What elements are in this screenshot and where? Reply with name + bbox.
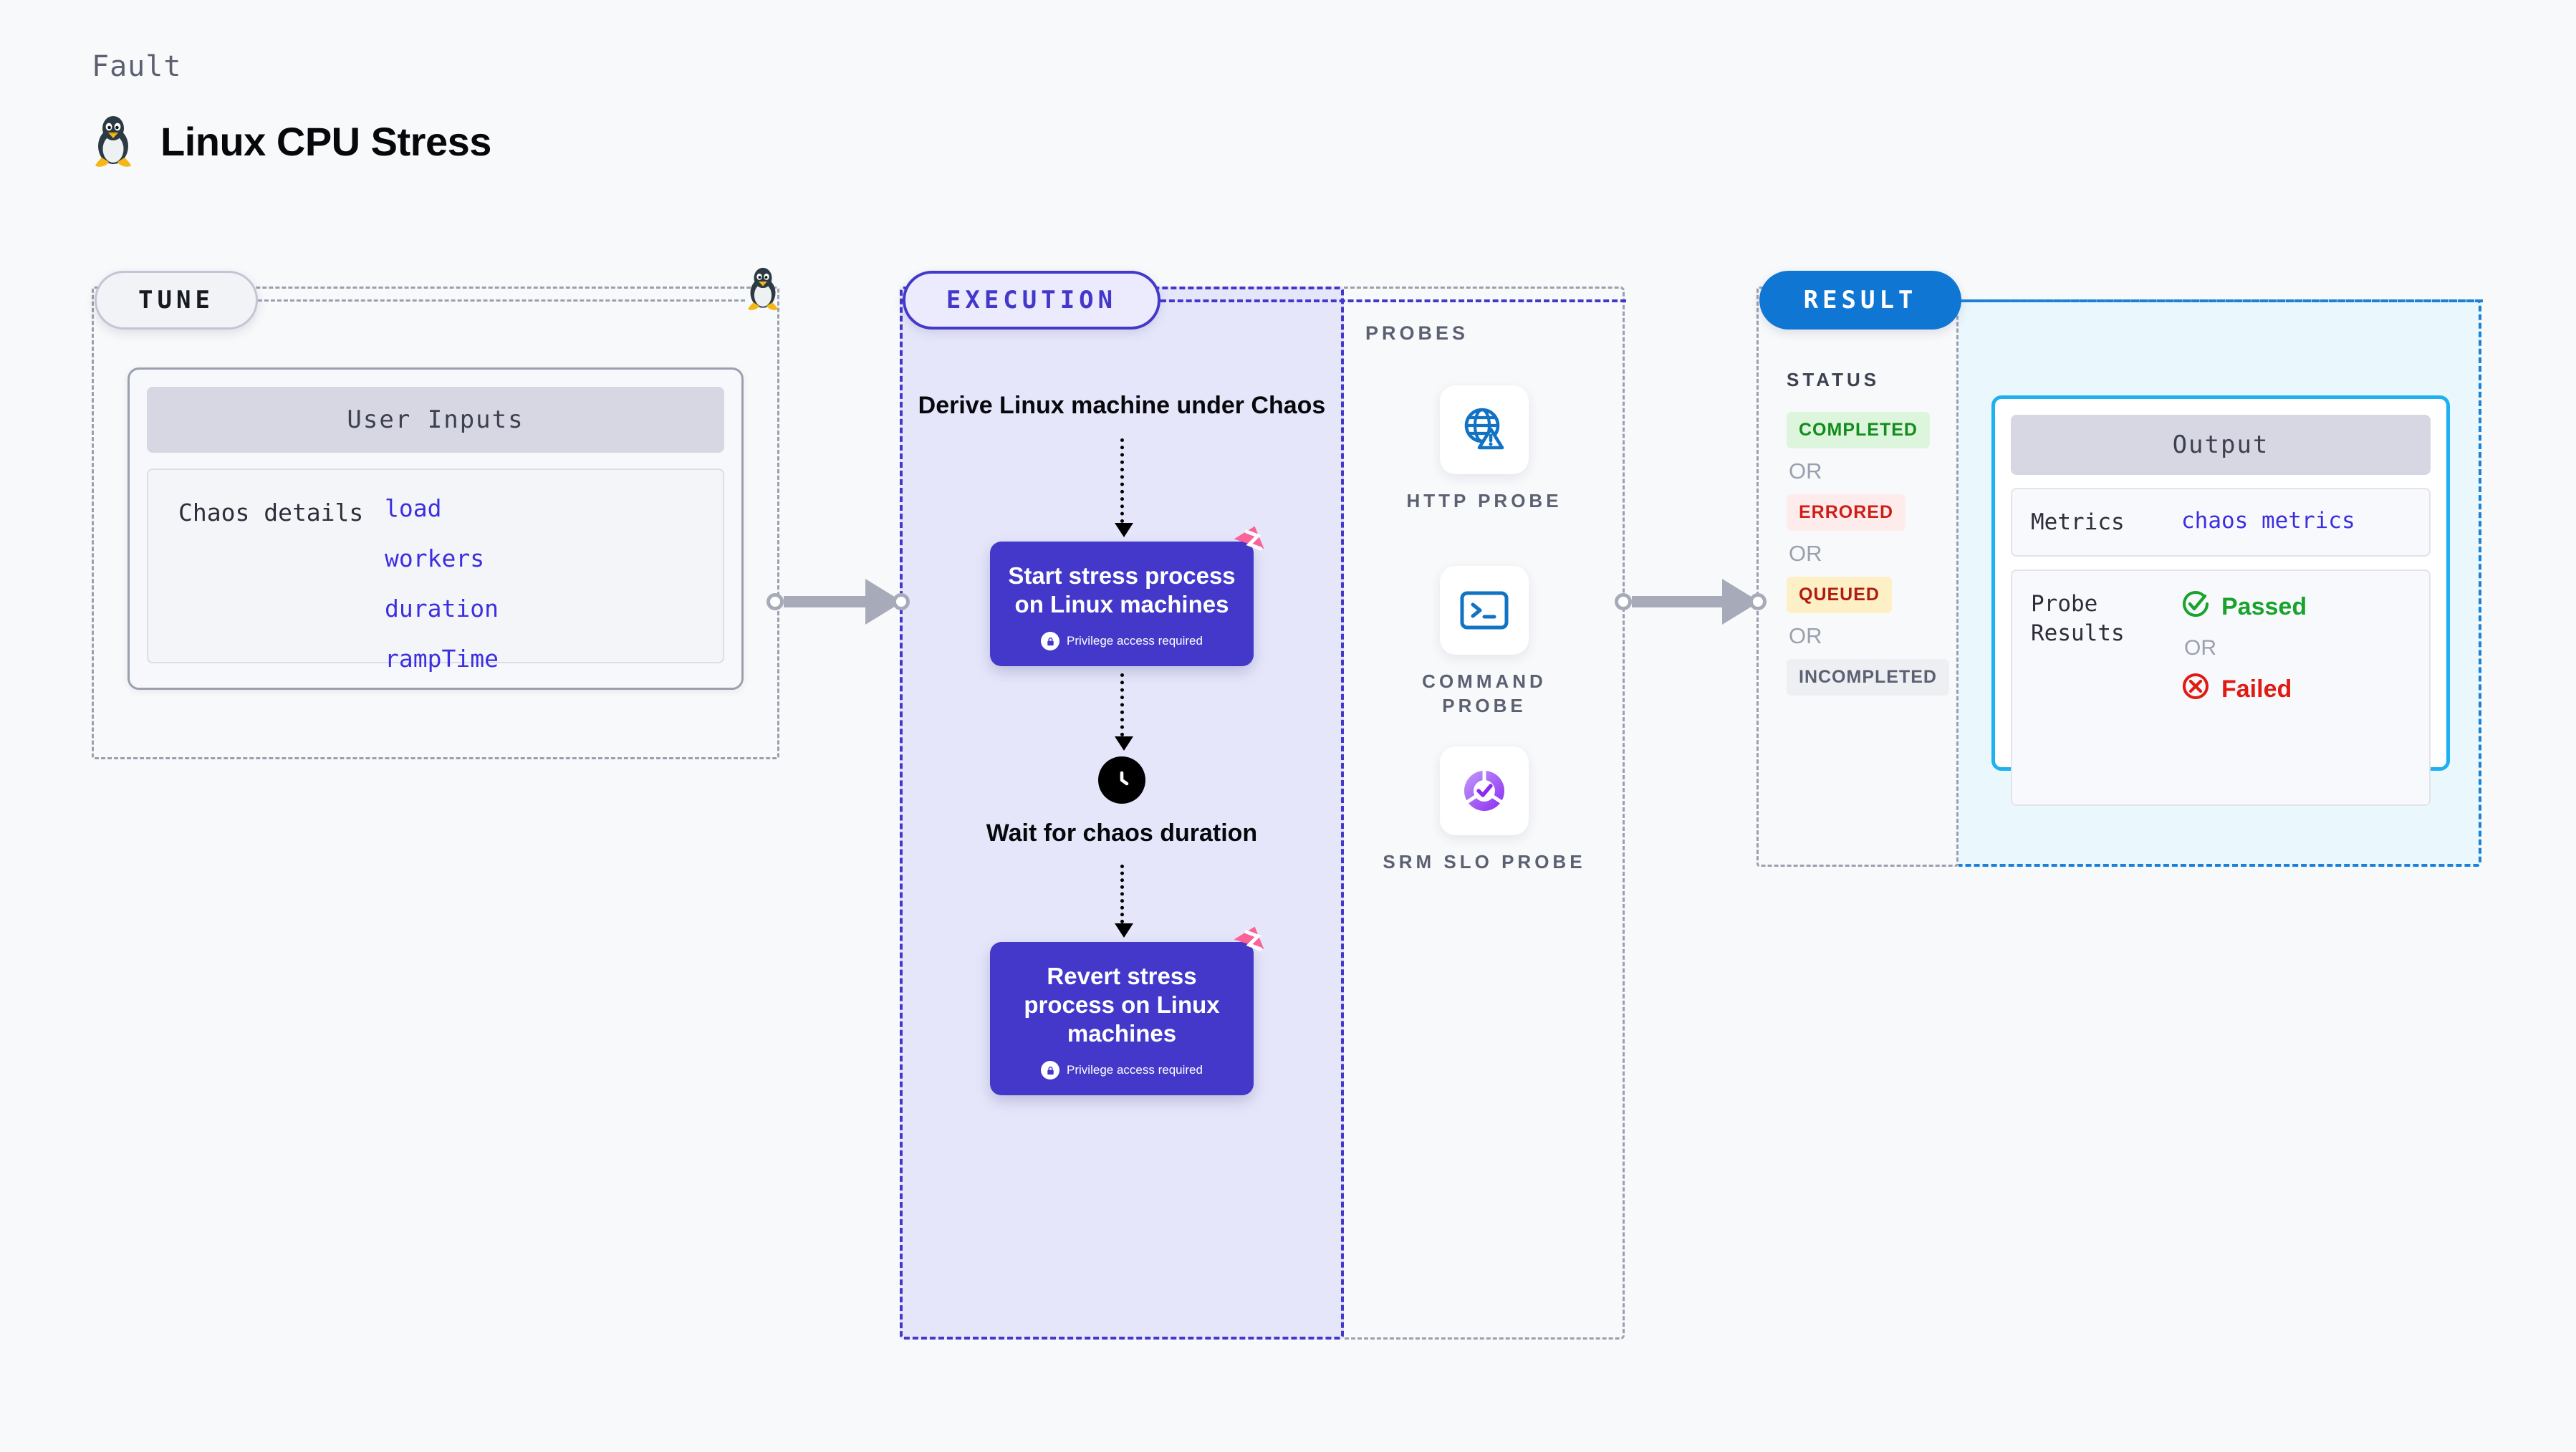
flow-step-label: Revert stress process on Linux machines [1024, 962, 1220, 1047]
flow-arrow-1 [1115, 438, 1133, 537]
chaos-param-ramptime[interactable]: rampTime [385, 645, 499, 673]
probe-http[interactable]: HTTP PROBE [1377, 385, 1592, 513]
privilege-note: Privilege access required [1006, 1061, 1238, 1080]
user-inputs-header: User Inputs [147, 387, 724, 453]
stage-badge-tune[interactable]: TUNE [95, 271, 258, 330]
tune-badge-connector [258, 299, 745, 302]
stage-badge-result[interactable]: RESULT [1759, 271, 1961, 330]
output-card-header: Output [2011, 415, 2431, 475]
status-heading: STATUS [1787, 369, 1880, 390]
lock-icon [1041, 632, 1060, 650]
connector-start-dot [766, 593, 784, 610]
probe-results-values: Passed OR Failed [2181, 590, 2307, 707]
lock-icon [1041, 1061, 1060, 1080]
connector-end-dot [893, 593, 910, 610]
passed-label: Passed [2221, 593, 2307, 621]
execution-badge-connector [1160, 299, 1626, 302]
status-badge-errored: ERRORED [1787, 494, 1906, 531]
execution-flow: Derive Linux machine under Chaos Start s… [900, 287, 1344, 1096]
chaos-parameter-list: load workers duration rampTime [385, 494, 499, 673]
chaos-details-body: Chaos details load workers duration ramp… [147, 468, 724, 673]
probe-result-or-label: OR [2184, 636, 2216, 660]
slo-donut-check-icon [1440, 746, 1529, 835]
connector-end-dot [1749, 593, 1767, 610]
status-badge-queued: QUEUED [1787, 577, 1892, 613]
x-circle-icon [2181, 672, 2210, 707]
probe-result-failed: Failed [2181, 672, 2307, 707]
probe-command[interactable]: COMMAND PROBE [1377, 566, 1592, 718]
chaos-param-load[interactable]: load [385, 494, 442, 522]
flow-step-label: Start stress process on Linux machines [1008, 562, 1236, 617]
flow-step-revert-stress[interactable]: Revert stress process on Linux machines … [990, 926, 1264, 1096]
privilege-note-label: Privilege access required [1067, 1063, 1203, 1077]
page-kicker: Fault [92, 50, 182, 83]
globe-warning-icon [1440, 385, 1529, 474]
status-badge-completed: COMPLETED [1787, 412, 1930, 448]
chaos-details-label: Chaos details [178, 499, 364, 527]
result-badge-connector [1961, 299, 2483, 302]
privilege-note-label: Privilege access required [1067, 634, 1203, 648]
probe-label: SRM SLO PROBE [1383, 851, 1586, 872]
flow-step-start-stress[interactable]: Start stress process on Linux machines P… [990, 526, 1264, 666]
flow-step-title: Derive Linux machine under Chaos [918, 392, 1326, 419]
chaos-param-workers[interactable]: workers [385, 544, 485, 572]
probe-result-passed: Passed [2181, 590, 2307, 625]
privilege-note: Privilege access required [1006, 632, 1238, 650]
flow-arrow-2 [1115, 673, 1133, 751]
tune-panel [92, 287, 779, 759]
probe-results-label: Probe Results [2031, 591, 2125, 646]
stage-badge-execution[interactable]: EXECUTION [903, 271, 1160, 330]
metrics-label: Metrics [2031, 509, 2125, 535]
connector-tune-to-execution [766, 579, 910, 625]
litmus-logo-icon [1229, 920, 1274, 965]
connector-bar [784, 596, 867, 607]
status-or-label: OR [1789, 623, 1822, 648]
connector-probes-to-result [1615, 579, 1767, 625]
tux-penguin-icon [745, 266, 781, 311]
status-or-label: OR [1789, 541, 1822, 566]
output-metrics-row: Metrics chaos metrics [2011, 488, 2431, 557]
failed-label: Failed [2221, 675, 2292, 703]
litmus-logo-icon [1229, 520, 1274, 564]
terminal-icon [1440, 566, 1529, 655]
metrics-value[interactable]: chaos metrics [2181, 508, 2355, 534]
clock-icon [1098, 756, 1145, 804]
flow-arrow-3 [1115, 864, 1133, 938]
page-title: Linux CPU Stress [160, 118, 491, 164]
page-title-row: Linux CPU Stress [92, 115, 491, 168]
connector-start-dot [1615, 593, 1632, 610]
probe-label: COMMAND PROBE [1422, 670, 1547, 717]
output-probe-results-row: Probe Results Passed OR [2011, 569, 2431, 807]
probes-heading: PROBES [1365, 322, 1469, 344]
status-badge-incompleted: INCOMPLETED [1787, 659, 1949, 696]
user-inputs-card: User Inputs Chaos details load workers d… [128, 367, 744, 690]
probe-srm-slo[interactable]: SRM SLO PROBE [1377, 746, 1592, 874]
status-or-label: OR [1789, 458, 1822, 484]
probe-label: HTTP PROBE [1406, 490, 1562, 511]
status-list: COMPLETED OR ERRORED OR QUEUED OR INCOMP… [1787, 412, 1951, 696]
check-circle-icon [2181, 590, 2210, 625]
flow-step-wait-label: Wait for chaos duration [986, 819, 1258, 847]
tux-penguin-icon [92, 115, 135, 168]
connector-bar [1632, 596, 1724, 607]
chaos-param-duration[interactable]: duration [385, 595, 499, 622]
output-card: Output Metrics chaos metrics Probe Resul… [1991, 395, 2450, 807]
